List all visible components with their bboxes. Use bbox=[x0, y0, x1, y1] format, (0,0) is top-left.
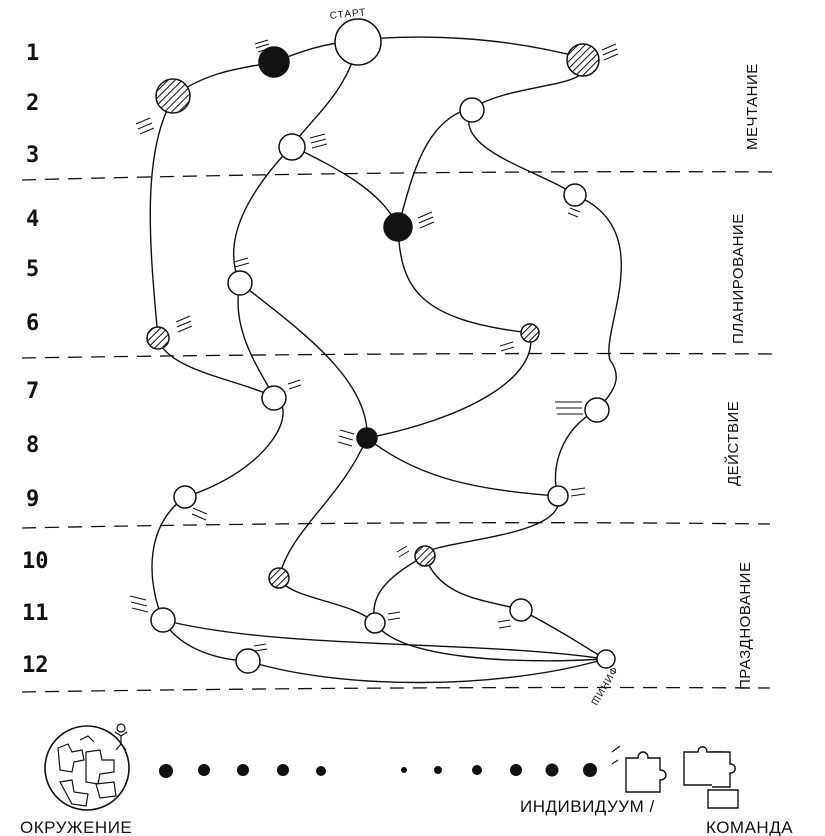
finish-label: ФИНИШ bbox=[588, 665, 619, 708]
node-hatched-10 bbox=[415, 546, 435, 566]
ticks-node-hatched-10 bbox=[397, 546, 409, 557]
phase-label-dreaming: МЕЧТАНИЕ bbox=[744, 63, 761, 150]
ticks-node-7 bbox=[288, 380, 301, 389]
ticks-node-hatched-6-left bbox=[176, 316, 192, 332]
gradient-dots bbox=[159, 763, 597, 778]
node-black-4 bbox=[384, 213, 412, 241]
node-11-mid bbox=[365, 613, 385, 633]
path-2-to-4right bbox=[469, 108, 575, 195]
path-4-to-6 bbox=[398, 226, 530, 333]
ticks-node-hatched-1 bbox=[602, 44, 618, 60]
ticks-node-hatched-2 bbox=[136, 118, 154, 134]
ticks-node-3 bbox=[310, 134, 327, 148]
environment-label: ОКРУЖЕНИЕ bbox=[20, 818, 132, 836]
individual-label: ИНДИВИДУУМ / bbox=[520, 797, 655, 816]
ticks-node-black-8 bbox=[338, 430, 354, 446]
node-hatched-6-left bbox=[147, 327, 169, 349]
path-8-to-10 bbox=[279, 438, 367, 578]
row-number-11: 11 bbox=[22, 601, 49, 626]
row-number-5: 5 bbox=[26, 257, 39, 282]
path-9-to-10 bbox=[425, 496, 559, 556]
ticks-node-9-left bbox=[192, 508, 207, 520]
node-7 bbox=[262, 386, 286, 410]
phase-label-action: ДЕЙСТВИЕ bbox=[724, 401, 742, 486]
start-node bbox=[335, 19, 381, 65]
node-5 bbox=[228, 271, 252, 295]
path-10-to-11 bbox=[279, 578, 375, 623]
divider-action bbox=[22, 354, 778, 359]
phase-label-planning: ПЛАНИРОВАНИЕ bbox=[730, 213, 747, 344]
divider-celebration bbox=[22, 523, 770, 528]
path-3-to-4 bbox=[292, 146, 398, 226]
row-numbers: 1 2 3 4 5 6 7 8 9 10 11 12 bbox=[22, 41, 49, 678]
node-hatched-10-left bbox=[269, 568, 289, 588]
path-2-to-4 bbox=[398, 108, 472, 226]
environment-globe-icon bbox=[45, 724, 129, 810]
ticks-node-black-4 bbox=[418, 212, 434, 228]
divider-planning bbox=[22, 172, 780, 180]
path-7-to-9 bbox=[555, 410, 597, 496]
node-hatched-2 bbox=[156, 79, 190, 113]
path-5-to-7 bbox=[238, 283, 274, 397]
node-hatched-6 bbox=[521, 324, 539, 342]
node-7-right bbox=[585, 398, 609, 422]
row-number-2: 2 bbox=[26, 91, 39, 116]
ticks-node-5 bbox=[234, 258, 249, 267]
phase-labels: МЕЧТАНИЕ ПЛАНИРОВАНИЕ ДЕЙСТВИЕ ПРАЗДНОВА… bbox=[724, 63, 761, 690]
row-number-3: 3 bbox=[26, 143, 39, 168]
motion-marks bbox=[130, 40, 618, 651]
team-label: КОМАНДА bbox=[706, 818, 793, 836]
row-number-10: 10 bbox=[22, 549, 49, 574]
node-11-right bbox=[510, 599, 532, 621]
journey-paths bbox=[150, 37, 621, 682]
path-8-to-9 bbox=[367, 438, 558, 496]
row-number-1: 1 bbox=[26, 41, 39, 66]
node-black-1 bbox=[259, 47, 289, 77]
phase-label-celebration: ПРАЗДНОВАНИЕ bbox=[737, 562, 754, 690]
row-number-4: 4 bbox=[26, 207, 39, 232]
node-2 bbox=[460, 98, 484, 122]
phase-dividers bbox=[22, 172, 780, 692]
divider-end bbox=[22, 688, 770, 693]
path-5-to-8 bbox=[240, 283, 367, 438]
node-9-left bbox=[174, 486, 196, 508]
ticks-node-12 bbox=[254, 644, 267, 651]
node-3 bbox=[279, 134, 305, 160]
path-10-to-11right bbox=[425, 556, 521, 610]
node-4-right bbox=[564, 184, 586, 206]
row-number-6: 6 bbox=[26, 311, 39, 336]
ticks-node-4-right bbox=[568, 208, 580, 217]
row-number-12: 12 bbox=[22, 653, 49, 678]
ticks-node-11-mid bbox=[388, 612, 400, 620]
ticks-node-11-right bbox=[498, 620, 511, 628]
path-12-to-finish bbox=[248, 659, 605, 683]
row-number-8: 8 bbox=[26, 433, 39, 458]
node-9-right bbox=[548, 486, 568, 506]
journey-nodes bbox=[147, 19, 615, 673]
ticks-node-7-right bbox=[555, 402, 583, 414]
path-3-to-5 bbox=[234, 146, 292, 283]
row-number-7: 7 bbox=[26, 379, 39, 404]
row-number-9: 9 bbox=[26, 487, 39, 512]
node-11-left bbox=[151, 608, 175, 632]
node-black-8 bbox=[357, 428, 377, 448]
node-12 bbox=[236, 649, 260, 673]
path-10mid-to-11 bbox=[374, 556, 425, 623]
ticks-node-9-right bbox=[571, 488, 585, 496]
ticks-node-hatched-6 bbox=[500, 342, 514, 351]
ticks-node-11-left bbox=[130, 596, 148, 612]
path-6-to-8 bbox=[367, 333, 531, 438]
node-hatched-1 bbox=[567, 44, 599, 76]
path-right-column bbox=[575, 195, 621, 410]
